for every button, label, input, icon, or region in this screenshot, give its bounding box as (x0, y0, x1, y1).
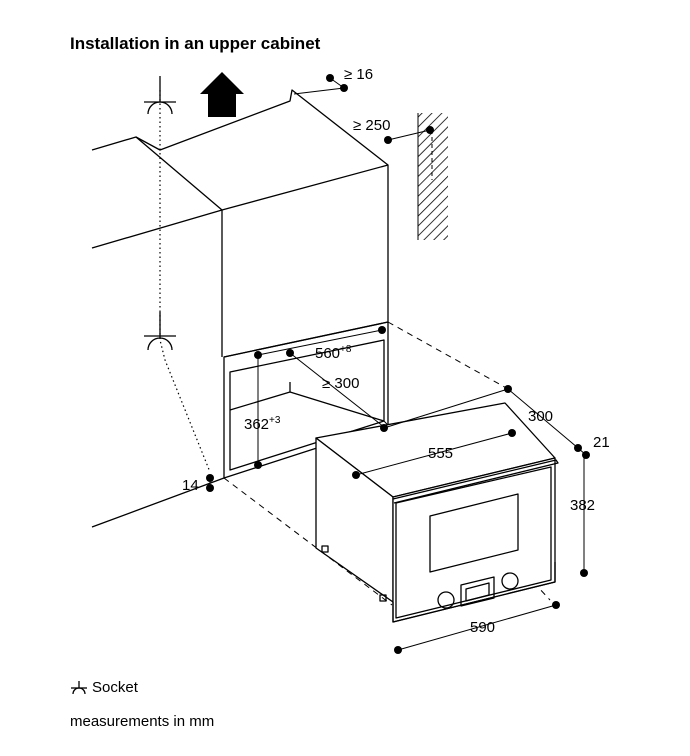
appliance-foot (379, 594, 387, 602)
niche-outer (223, 321, 389, 479)
cabinet-front-top (135, 136, 389, 211)
dim-bottom-gap: 14 (182, 477, 199, 494)
dim-appliance-depth: 300 (528, 408, 553, 425)
projection-line (223, 477, 393, 606)
wall-outline (91, 89, 389, 528)
socket-icon (71, 680, 87, 694)
knob-left-icon (437, 591, 455, 609)
units-note: measurements in mm (70, 713, 215, 730)
legend-socket-label: Socket (92, 679, 138, 696)
socket-icon (144, 312, 176, 351)
dim-front-width: 590 (470, 619, 495, 636)
dim-niche-width: 560+8 (315, 344, 352, 362)
dim-niche-depth: ≥ 300 (322, 375, 359, 392)
appliance-trim (392, 459, 559, 504)
projection-line (387, 321, 511, 391)
cabinet-top-edge (91, 209, 223, 357)
dim-front-thickness: 21 (593, 434, 610, 451)
dim-body-width: 555 (428, 445, 453, 462)
wall-hatch (418, 113, 448, 240)
appliance-base (392, 562, 556, 623)
socket-icon (144, 76, 176, 115)
legend-socket: Socket (70, 679, 138, 696)
display-panel (460, 576, 495, 607)
appliance-foot (321, 545, 329, 553)
page-title: Installation in an upper cabinet (70, 34, 321, 53)
up-arrow-icon (200, 72, 244, 117)
appliance-front-panel (395, 466, 552, 619)
appliance-window (429, 493, 519, 573)
dim-top-gap: ≥ 16 (344, 66, 373, 83)
dim-side-gap: ≥ 250 (353, 117, 390, 134)
dim-appliance-height: 382 (570, 497, 595, 514)
dim-niche-height: 362+3 (244, 415, 281, 433)
knob-right-icon (501, 572, 519, 590)
